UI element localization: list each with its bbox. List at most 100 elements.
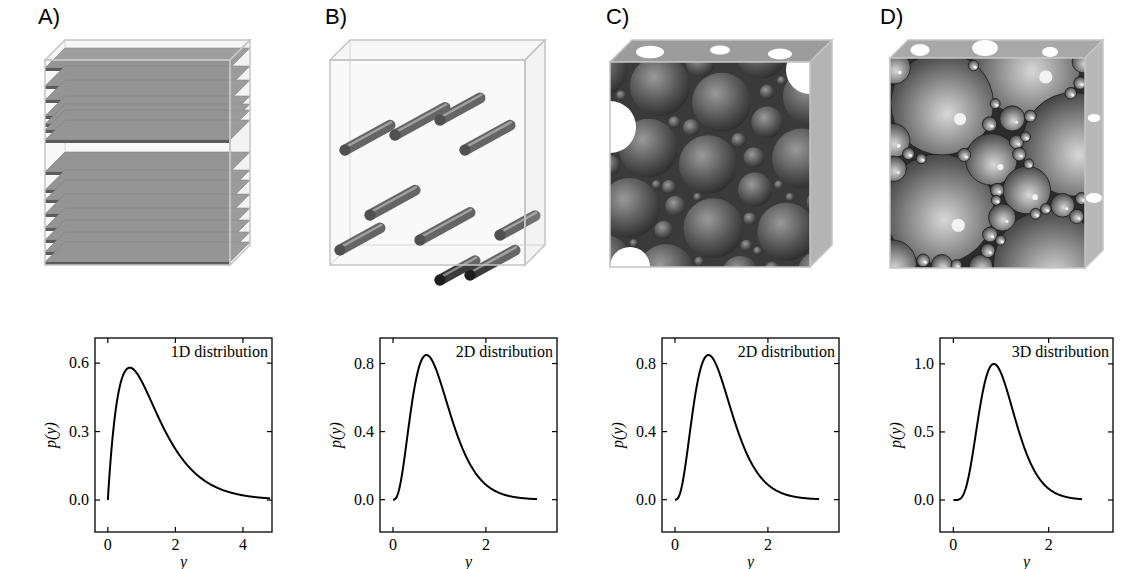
x-axis-label: y [747, 554, 754, 569]
sphere-cavity [917, 254, 930, 267]
y-tick [267, 499, 272, 500]
plot [380, 338, 557, 532]
pore-opening [910, 44, 929, 56]
rods-cube [330, 40, 545, 286]
panel-title: 2D distribution [456, 344, 553, 360]
cube-top-face [330, 40, 545, 60]
y-tick [940, 431, 945, 432]
plot-frame [380, 338, 557, 532]
x-tick [175, 338, 176, 343]
y-tick [380, 431, 385, 432]
sphere-highlight [991, 235, 994, 238]
cylinder-end [736, 62, 788, 79]
cube-side-face [810, 40, 832, 267]
x-tick-label: 0 [104, 537, 112, 553]
y-tick [834, 363, 839, 364]
sphere-highlight [954, 113, 966, 125]
x-tick [392, 527, 393, 532]
x-tick [107, 527, 108, 532]
panel-letter: C) [606, 6, 629, 28]
sphere-highlight [1071, 93, 1074, 96]
x-tick [767, 527, 768, 532]
sphere-highlight [1032, 194, 1038, 200]
sphere-cavity [916, 154, 926, 164]
cube-side-face [525, 40, 545, 265]
cylinder-end [743, 212, 756, 225]
cylinder-end [777, 76, 786, 85]
cylinders-cube [574, 27, 843, 302]
cylinder-end [693, 193, 701, 201]
pore-opening [768, 49, 792, 60]
y-tick [552, 431, 557, 432]
cube-front-face [45, 60, 230, 265]
y-tick [662, 363, 667, 364]
sphere-highlight [998, 191, 1001, 194]
pore-opening [1086, 193, 1102, 203]
sphere-cavity [1040, 203, 1051, 214]
y-tick [662, 499, 667, 500]
sphere-cavity [1070, 209, 1084, 223]
sphere-highlight [997, 164, 1003, 170]
y-tick [380, 499, 385, 500]
sphere-highlight [1026, 137, 1029, 140]
sphere-cavity [931, 254, 952, 268]
x-tick-label: 2 [1045, 537, 1053, 553]
x-tick-label: 0 [389, 537, 397, 553]
panel-letter: D) [880, 6, 903, 28]
y-tick [834, 431, 839, 432]
x-tick-label: 4 [239, 537, 247, 553]
plot-frame [95, 338, 272, 532]
cube-illustrations [45, 6, 1121, 320]
cylinder-group [610, 62, 810, 267]
x-tick [953, 338, 954, 343]
cylinder-end [786, 193, 794, 201]
x-tick-label: 0 [671, 537, 679, 553]
sphere-cavity [1000, 106, 1025, 131]
cylinder-end [610, 178, 660, 238]
x-tick-label: 2 [482, 537, 490, 553]
y-tick [267, 431, 272, 432]
sphere-highlight [1039, 70, 1052, 83]
x-tick-label: 2 [171, 537, 179, 553]
panel-title: 3D distribution [1012, 344, 1109, 360]
panel-letter: A) [38, 6, 60, 28]
sphere-cavity [981, 244, 995, 258]
sphere-highlight [1031, 116, 1034, 119]
sphere-cavity [1013, 148, 1026, 161]
x-tick [485, 527, 486, 532]
sphere-cavity [1065, 87, 1077, 99]
pore-opening [610, 247, 650, 267]
cylinder-end [774, 181, 783, 190]
x-tick-label: 0 [949, 537, 957, 553]
y-tick-label: 0.8 [636, 356, 656, 372]
sphere-highlight [1017, 143, 1020, 146]
x-tick [485, 338, 486, 343]
y-tick [95, 363, 100, 364]
sphere-cavity [1024, 159, 1034, 169]
y-tick-label: 0.4 [354, 424, 374, 440]
sphere-highlight [897, 144, 901, 148]
cylinder-end [630, 62, 690, 116]
y-tick-label: 0.0 [636, 492, 656, 508]
cylinder-end [765, 262, 779, 267]
sphere-highlight [1020, 155, 1023, 158]
sphere-cavity [958, 148, 971, 161]
sphere-highlight [897, 171, 900, 174]
sphere-cavity [1024, 110, 1036, 122]
pore-opening [972, 40, 998, 56]
y-tick-label: 0.5 [914, 424, 934, 440]
sphere-cavity [1074, 77, 1085, 90]
sphere-cavity [890, 240, 916, 268]
pore-opening [786, 62, 810, 94]
y-tick [834, 499, 839, 500]
cylinder-end [694, 257, 703, 266]
cylinder-end [722, 256, 758, 267]
x-axis-label: y [180, 554, 187, 569]
sphere-highlight [996, 200, 999, 203]
cylinder-end [738, 173, 772, 207]
sphere-cavity [990, 183, 1003, 196]
y-axis-label: p(y) [328, 422, 344, 448]
sphere-cavity [991, 195, 1001, 205]
y-tick [95, 431, 100, 432]
